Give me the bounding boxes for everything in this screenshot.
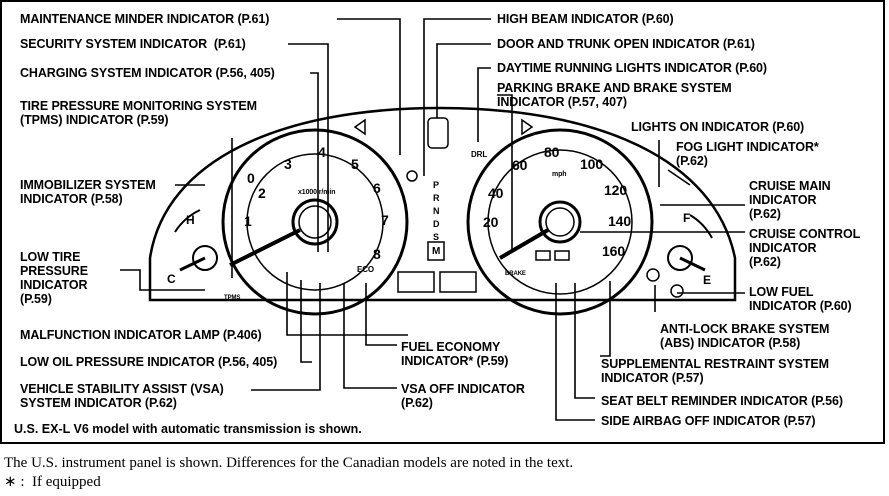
tach-number-1: 1	[244, 213, 252, 229]
label-high-beam: HIGH BEAM INDICATOR (P.60)	[497, 12, 674, 26]
tach-number-7: 7	[381, 212, 389, 228]
label-fuel-economy: FUEL ECONOMY INDICATOR* (P.59)	[401, 340, 509, 368]
label-parking-brake: PARKING BRAKE AND BRAKE SYSTEM INDICATOR…	[497, 81, 732, 109]
eco-text: ECO	[357, 265, 375, 274]
tach-number-8: 8	[373, 246, 381, 262]
temperature-gauge	[174, 209, 218, 272]
label-malfunction-lamp: MALFUNCTION INDICATOR LAMP (P.406)	[20, 328, 262, 342]
tpms-text: TPMS	[224, 295, 241, 301]
label-immobilizer: IMMOBILIZER SYSTEM INDICATOR (P.58)	[20, 178, 156, 206]
speedometer	[466, 128, 654, 316]
temp-hot: H	[186, 213, 195, 227]
speedo-unit: mph	[552, 171, 567, 178]
label-door-trunk: DOOR AND TRUNK OPEN INDICATOR (P.61)	[497, 37, 755, 51]
tach-unit: x1000 r/min	[298, 189, 336, 196]
label-lights-on: LIGHTS ON INDICATOR (P.60)	[631, 120, 805, 134]
drl-text: DRL	[471, 150, 488, 159]
tach-number-2: 2	[258, 185, 266, 201]
label-vsa: VEHICLE STABILITY ASSIST (VSA) SYSTEM IN…	[20, 382, 224, 410]
model-note: U.S. EX-L V6 model with automatic transm…	[14, 422, 362, 436]
tachometer	[221, 128, 409, 316]
leader-lines	[120, 18, 745, 421]
label-fog-light: FOG LIGHT INDICATOR* (P.62)	[676, 140, 819, 168]
temp-cold: C	[167, 272, 176, 286]
speedo-number-140: 140	[608, 213, 632, 229]
gear-n: N	[433, 206, 440, 216]
label-low-tire-pressure: LOW TIRE PRESSURE INDICATOR (P.59)	[20, 250, 88, 306]
label-charging-system: CHARGING SYSTEM INDICATOR (P.56, 405)	[20, 66, 275, 80]
speedo-number-40: 40	[488, 185, 504, 201]
diagram-frame	[0, 0, 885, 444]
tach-number-6: 6	[373, 180, 381, 196]
tach-number-3: 3	[284, 156, 292, 172]
cluster-housing	[148, 106, 737, 302]
speedo-number-120: 120	[604, 182, 628, 198]
gear-s: S	[433, 232, 439, 242]
label-abs: ANTI-LOCK BRAKE SYSTEM (ABS) INDICATOR (…	[660, 322, 830, 350]
fuel-gauge	[667, 214, 713, 272]
speedo-number-80: 80	[544, 144, 560, 160]
label-srs: SUPPLEMENTAL RESTRAINT SYSTEM INDICATOR …	[601, 357, 829, 385]
label-vsa-off: VSA OFF INDICATOR (P.62)	[401, 382, 525, 410]
gear-mode: M	[432, 246, 441, 257]
gear-p: P	[433, 180, 439, 190]
instrument-panel-diagram	[120, 18, 745, 421]
footnote-line-1: The U.S. instrument panel is shown. Diff…	[4, 455, 574, 471]
label-cruise-control: CRUISE CONTROL INDICATOR (P.62)	[749, 227, 861, 269]
label-cruise-main: CRUISE MAIN INDICATOR (P.62)	[749, 179, 831, 221]
footnote-line-2: ∗ : If equipped	[4, 474, 101, 490]
speedo-number-60: 60	[512, 157, 528, 173]
label-low-fuel: LOW FUEL INDICATOR (P.60)	[749, 285, 852, 313]
fuel-full: F	[683, 211, 691, 225]
label-low-oil-pressure: LOW OIL PRESSURE INDICATOR (P.56, 405)	[20, 355, 278, 369]
tach-number-5: 5	[351, 156, 359, 172]
label-seat-belt: SEAT BELT REMINDER INDICATOR (P.56)	[601, 394, 843, 408]
gear-d: D	[433, 219, 440, 229]
label-maintenance-minder: MAINTENANCE MINDER INDICATOR (P.61)	[20, 12, 270, 26]
label-tpms: TIRE PRESSURE MONITORING SYSTEM (TPMS) I…	[20, 99, 257, 127]
speedo-number-20: 20	[483, 214, 499, 230]
fuel-empty: E	[703, 273, 711, 287]
tach-number-0: 0	[247, 170, 255, 186]
gear-r: R	[433, 193, 440, 203]
label-security-system: SECURITY SYSTEM INDICATOR (P.61)	[20, 37, 246, 51]
speedo-number-160: 160	[602, 243, 626, 259]
tach-number-4: 4	[318, 144, 326, 160]
label-side-airbag: SIDE AIRBAG OFF INDICATOR (P.57)	[601, 414, 816, 428]
speedo-number-100: 100	[580, 156, 604, 172]
label-drl: DAYTIME RUNNING LIGHTS INDICATOR (P.60)	[497, 61, 767, 75]
brake-text: BRAKE	[505, 271, 526, 277]
center-indicators	[353, 117, 684, 298]
